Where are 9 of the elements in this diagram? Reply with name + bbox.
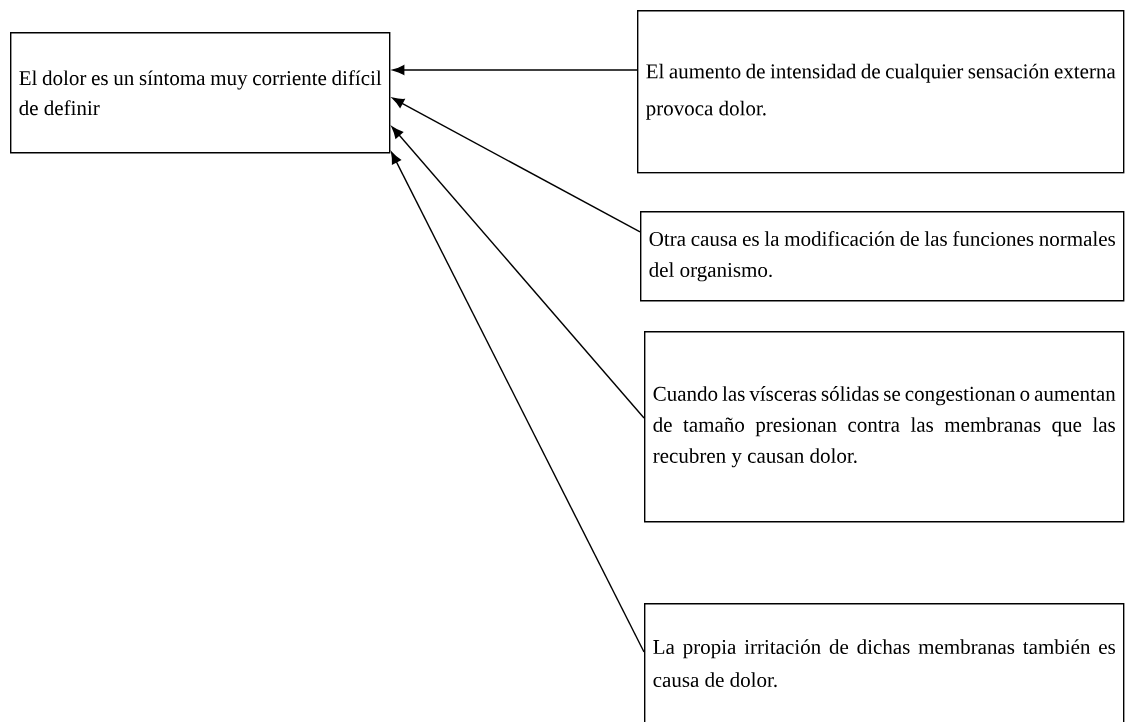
arrow bbox=[391, 126, 645, 419]
text-box: Otra causa es la modificación de las funciones normales del organismo. bbox=[640, 211, 1125, 302]
text-box: El dolor es un síntoma muy corriente difícil de definir bbox=[10, 32, 391, 154]
arrow bbox=[392, 97, 641, 233]
text-box: La propia irritación de dichas membranas también es causa de dolor. bbox=[644, 603, 1125, 722]
arrow bbox=[390, 151, 645, 653]
text-box: Cuando las vísceras sólidas se congestionan o aumentan de tamaño presionan contra las membranas que las recubren y causan dolor. bbox=[644, 331, 1125, 523]
text-box: El aumento de intensidad de cualquier sensación externa provoca dolor. bbox=[637, 10, 1125, 174]
arrow bbox=[392, 65, 638, 75]
